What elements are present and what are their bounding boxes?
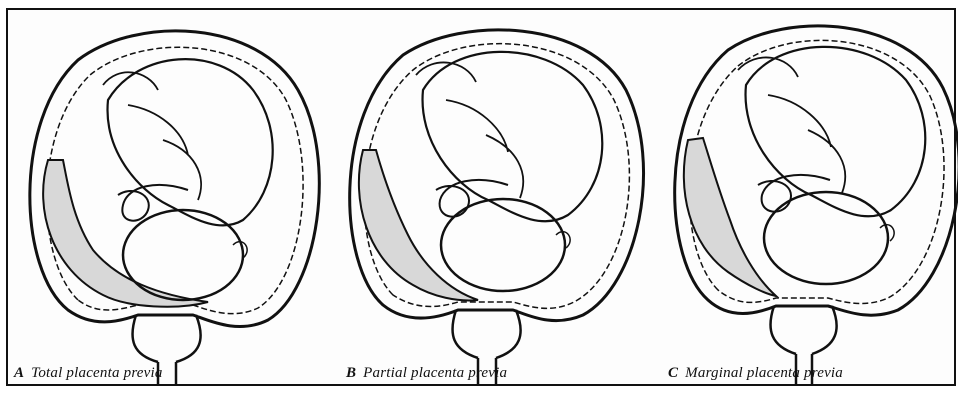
caption-c: C Marginal placenta previa: [668, 365, 843, 382]
uterus-illustration-c: [648, 10, 958, 384]
panel-a: A Total placenta previa: [8, 10, 328, 384]
caption-b-text: Partial placenta previa: [363, 365, 507, 381]
figure-frame: A Total placenta previa B Partial placen…: [6, 8, 956, 386]
caption-a-letter: A: [14, 365, 24, 381]
caption-b-letter: B: [346, 365, 356, 381]
panel-c: C Marginal placenta previa: [648, 10, 965, 384]
uterus-illustration-a: [8, 10, 328, 384]
caption-a: A Total placenta previa: [14, 365, 163, 382]
caption-c-letter: C: [668, 365, 678, 381]
caption-a-text: Total placenta previa: [31, 365, 162, 381]
caption-b: B Partial placenta previa: [346, 365, 507, 382]
panel-b: B Partial placenta previa: [328, 10, 648, 384]
uterus-illustration-b: [328, 10, 648, 384]
caption-c-text: Marginal placenta previa: [685, 365, 843, 381]
